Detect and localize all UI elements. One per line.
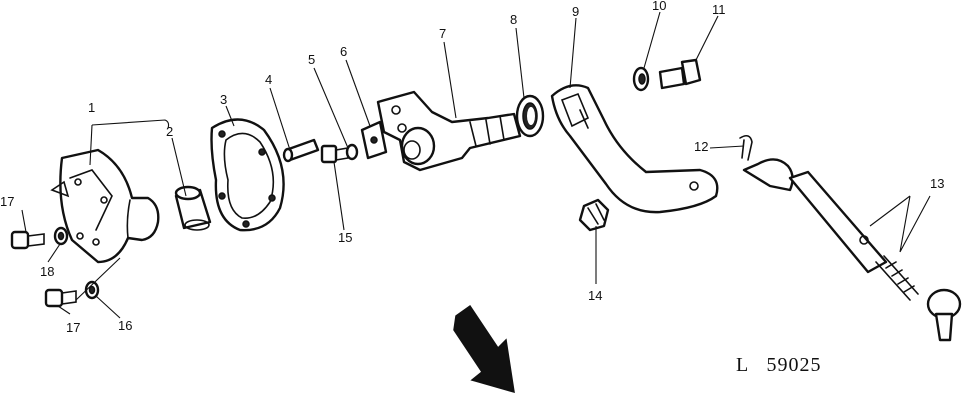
part-9-arm <box>550 84 719 214</box>
part-15-bolt <box>320 144 349 164</box>
callout-11: 11 <box>712 2 726 17</box>
part-16-washer <box>84 280 100 300</box>
part-12-cotter-pin <box>739 134 753 161</box>
callout-14: 14 <box>588 288 602 303</box>
callout-17-lower: 17 <box>66 320 80 335</box>
part-10-washer <box>632 66 650 92</box>
part-3-gasket <box>210 118 285 232</box>
part-11-bolt <box>658 58 702 90</box>
callout-12: 12 <box>694 139 708 154</box>
callout-16: 16 <box>118 318 132 333</box>
leader-lines <box>21 11 931 319</box>
part-18-washer <box>53 226 69 246</box>
callout-18: 18 <box>40 264 54 279</box>
callout-labels: 1 2 3 4 5 6 7 8 9 10 11 12 13 14 15 16 1… <box>0 0 944 335</box>
part-5-washer <box>345 143 359 161</box>
arrow-icon <box>453 304 515 394</box>
part-4-pin <box>282 138 320 163</box>
callout-8: 8 <box>510 12 517 27</box>
part-6-lock-plate <box>360 120 388 160</box>
callout-2: 2 <box>166 124 173 139</box>
part-8-seal <box>515 94 545 138</box>
callout-10: 10 <box>652 0 666 13</box>
part-17-bolt-lower <box>44 288 77 308</box>
part-1-housing <box>50 148 160 264</box>
callout-15: 15 <box>338 230 352 245</box>
callout-7: 7 <box>439 26 446 41</box>
callout-6: 6 <box>340 44 347 59</box>
part-14-nut <box>578 198 610 232</box>
callout-4: 4 <box>265 72 272 87</box>
callout-9: 9 <box>572 4 579 19</box>
part-13-tie-rod <box>742 158 962 342</box>
part-7-shaft <box>376 90 522 172</box>
callout-5: 5 <box>308 52 315 67</box>
reference-code: L 59025 <box>736 354 821 376</box>
callout-13: 13 <box>930 176 944 191</box>
part-17-bolt-upper <box>10 230 45 250</box>
callout-3: 3 <box>220 92 227 107</box>
callout-17-upper: 17 <box>0 194 14 209</box>
part-2-bushing <box>174 185 212 231</box>
callout-1: 1 <box>88 100 95 115</box>
